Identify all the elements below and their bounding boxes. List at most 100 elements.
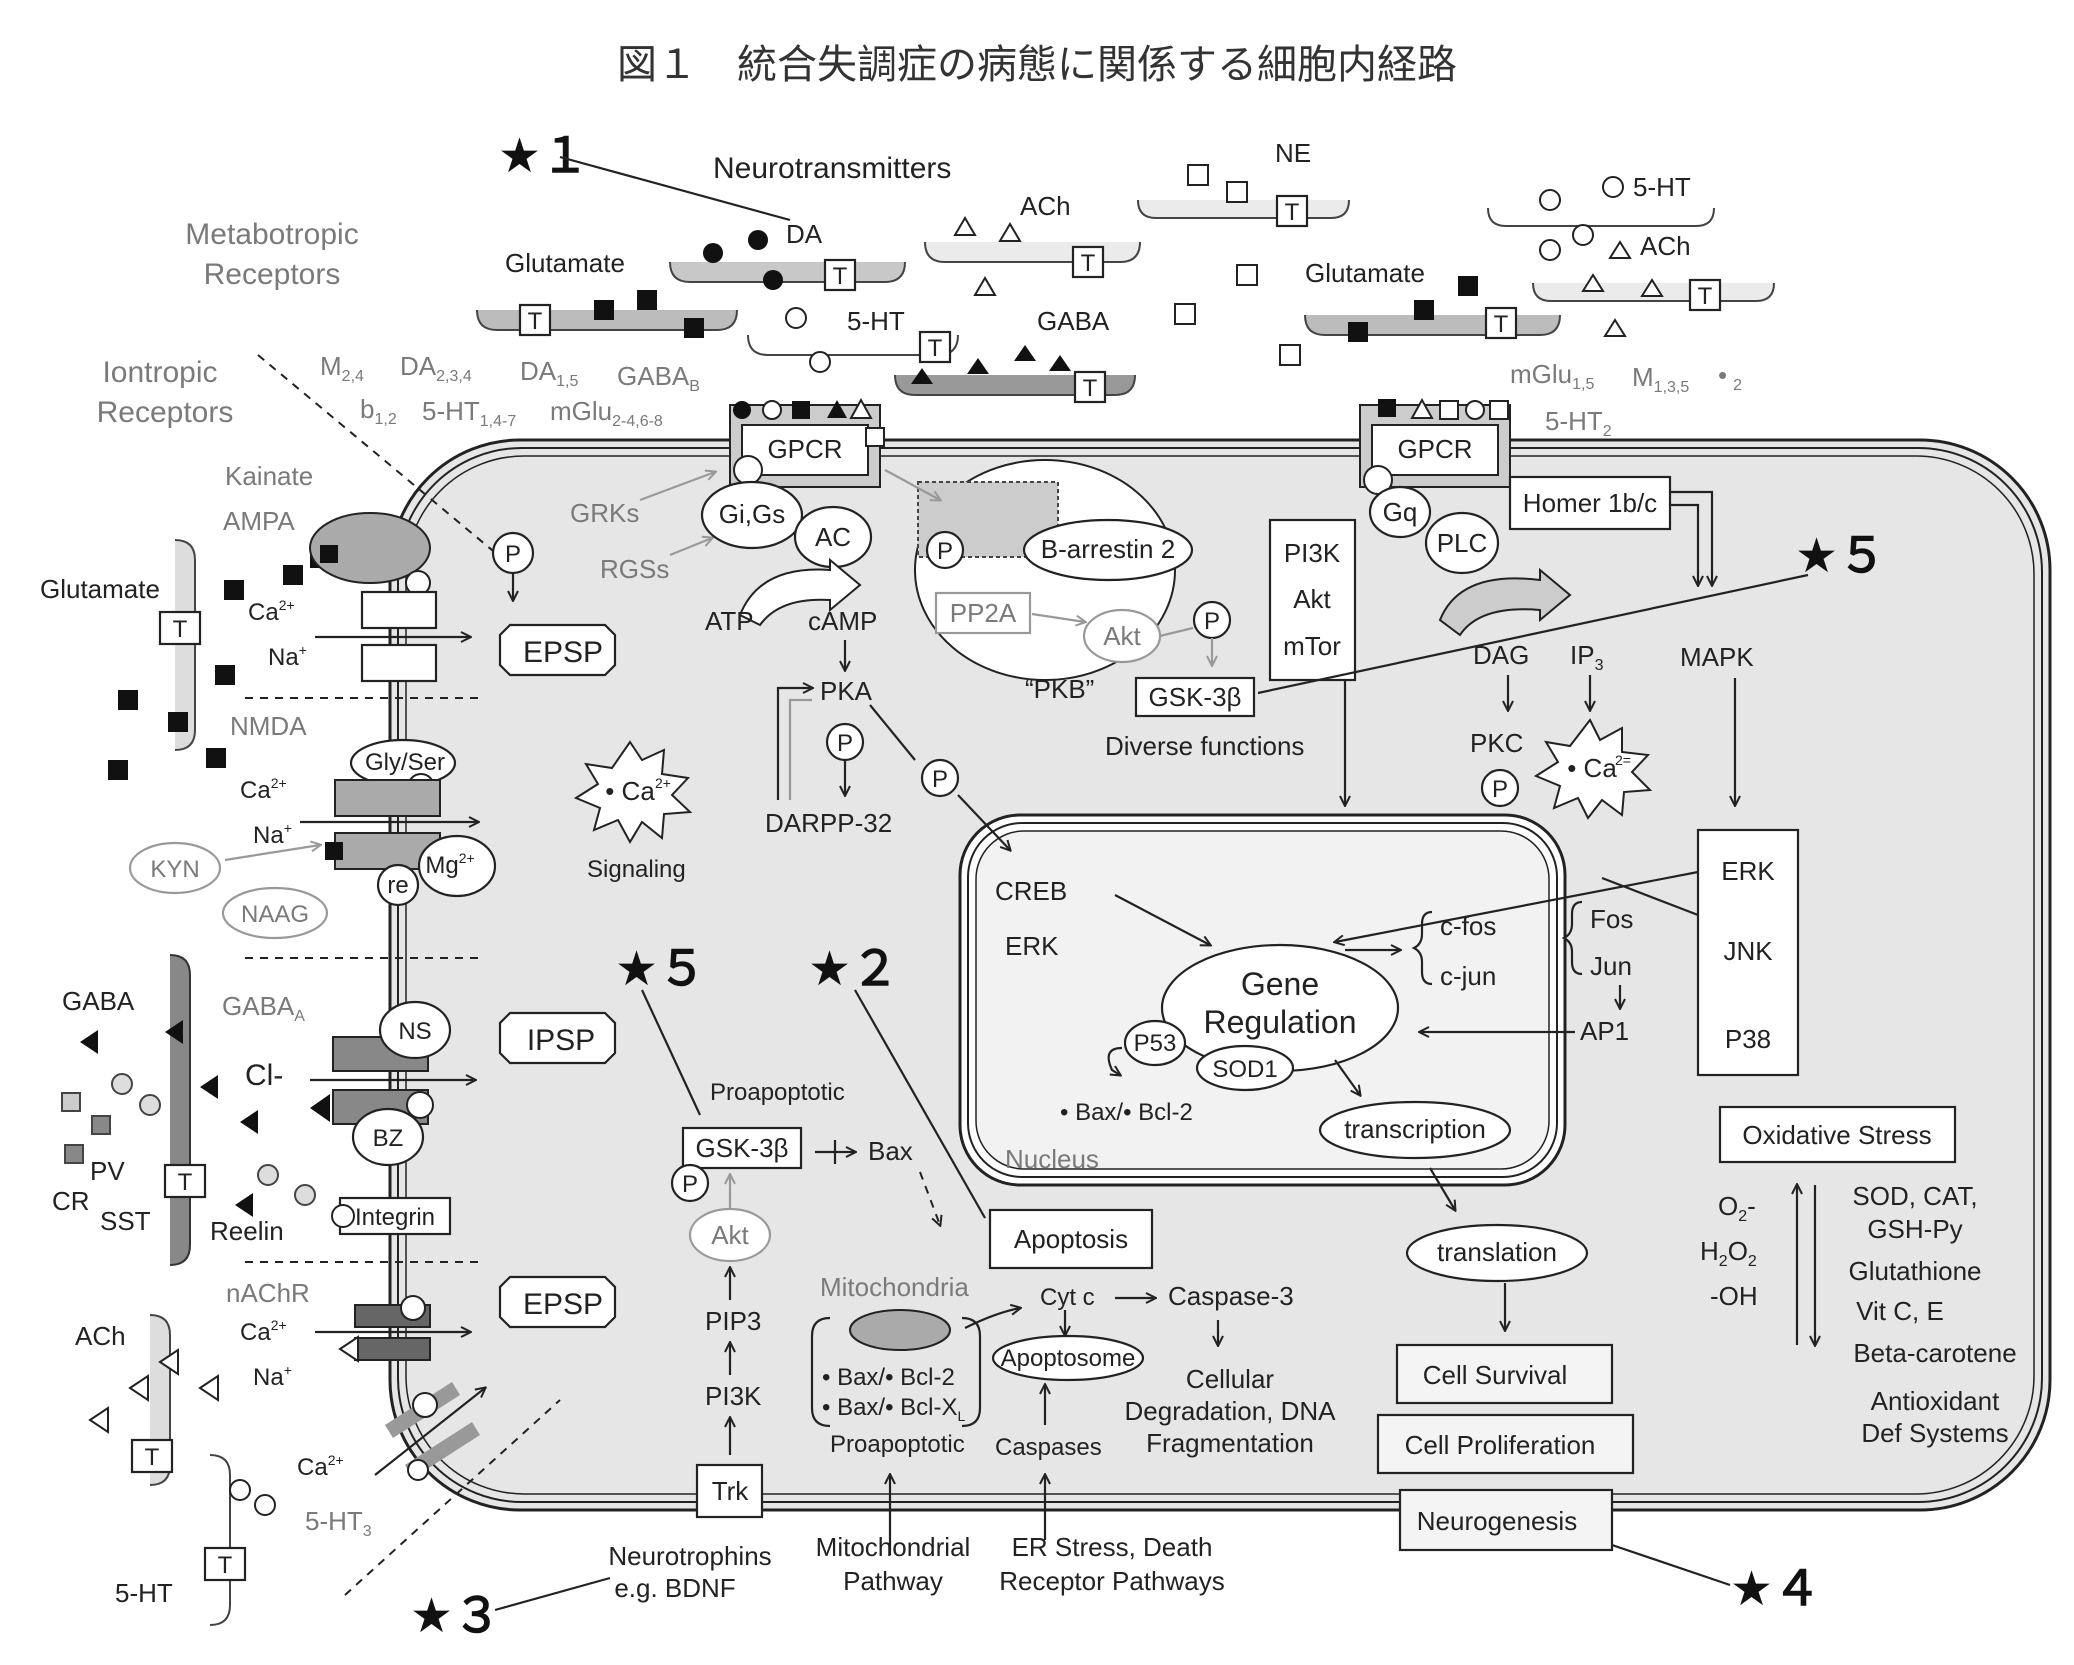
star-5-right: ★５ [1795, 530, 1886, 583]
left-ht53-sub-label: 3 [363, 1523, 372, 1540]
left-ca-label: Ca [248, 599, 279, 626]
mapk-label: MAPK [1680, 642, 1754, 672]
oxidative-vit-label: Vit C, E [1856, 1296, 1944, 1326]
center-pp2a-label: PP2A [950, 598, 1017, 628]
svg-text:mGlu2-4,6-8: mGlu2-4,6-8 [550, 396, 663, 430]
svg-text:H2O2: H2O2 [1700, 1236, 1757, 1270]
5ht-label: 5-HT [847, 306, 905, 336]
center-epsp-label: EPSP [523, 636, 603, 669]
receptor-subtypes-b12-sub-label: 1,2 [374, 411, 396, 428]
nt-t-label: T [218, 1552, 233, 1579]
gi-gs-node [700, 480, 804, 550]
left-pv-label: PV [90, 1156, 125, 1186]
apoptosis-apoptosis-label: Apoptosis [1014, 1224, 1128, 1254]
center-gigs-label: Gi,Gs [719, 499, 785, 529]
signaling-label: Signaling [587, 856, 686, 883]
diverse-label: Diverse functions [1105, 731, 1304, 761]
center-ca2-sup-label: 2= [1615, 752, 1631, 768]
left-nmda-label: NMDA [230, 711, 307, 741]
outcomes-proliferation-label: Cell Proliferation [1405, 1430, 1596, 1460]
apoptosis-casp3-label: Caspase-3 [1168, 1281, 1294, 1311]
ca-burst-right [1533, 718, 1653, 820]
left-na-sup-label: + [299, 642, 307, 658]
da-label: DA [786, 219, 823, 249]
nucleus-label: Nucleus [1005, 1144, 1099, 1174]
metabotropic-label-2: Receptors [204, 258, 341, 291]
center-gq-label: Gq [1383, 497, 1418, 527]
center-ca2-label: • Ca [1567, 753, 1617, 783]
pkb-label: “PKB” [1025, 674, 1094, 704]
apoptosis-caspases-label: Caspases [995, 1434, 1102, 1461]
star-1: ★１ [498, 130, 589, 183]
receptor-subtypes-m135-label: M [1632, 362, 1654, 392]
left-ht53-label: 5-HT [305, 1506, 363, 1536]
bottom-er2-label: Receptor Pathways [999, 1566, 1224, 1596]
left-naag-label: NAAG [241, 901, 309, 928]
receptor-subtypes-gabab-label: GABA [617, 361, 690, 391]
svg-text:•2: •2 [1718, 360, 1742, 394]
svg-text:Na+: Na+ [253, 1362, 292, 1391]
left-ca-label: Ca [240, 777, 271, 804]
bax-label: Bax [868, 1136, 913, 1166]
oxidative-gsh-label: GSH-Py [1867, 1214, 1962, 1244]
nt-t-label: T [833, 263, 848, 290]
nucleus-cjun-label: c-jun [1440, 961, 1496, 991]
center-p-label: P [682, 1171, 698, 1198]
nt-t-label: T [1494, 311, 1509, 338]
akt-node [688, 1207, 772, 1263]
receptor-subtypes-mglu15-label: mGlu [1510, 359, 1572, 389]
left-integrin-label: Integrin [355, 1204, 435, 1231]
oxidative-anti1-label: Antioxidant [1871, 1386, 2000, 1416]
receptor-subtypes-gabab-sub-label: B [689, 378, 700, 395]
svg-text:5-HT3: 5-HT3 [305, 1506, 372, 1540]
gq-node [1368, 485, 1432, 539]
star-2: ★２ [808, 943, 899, 996]
svg-text:M2,4: M2,4 [320, 351, 364, 385]
svg-text:GABAA: GABAA [222, 991, 305, 1025]
translation-node [1405, 1223, 1589, 1283]
receptor-subtypes-da15-sub-label: 1,5 [556, 373, 578, 390]
nucleus-jun-label: Jun [1590, 951, 1632, 981]
nt-t-label: T [178, 1169, 193, 1196]
left-ca-sup-label: 2+ [271, 775, 287, 791]
left-re-label: re [387, 872, 408, 899]
nt-t-label: T [1081, 250, 1096, 277]
left-kainate-label: Kainate [225, 461, 313, 491]
svg-text:mGlu1,5: mGlu1,5 [1510, 359, 1594, 393]
center-homer-label: Homer 1b/c [1523, 488, 1657, 518]
center-p-label: P [505, 541, 521, 568]
left-na-sup-label: + [284, 1362, 292, 1378]
center-ac-label: AC [815, 522, 851, 552]
metabotropic-label: Metabotropic [185, 218, 358, 251]
apoptosis-bax-bcl2-label: • Bax/• Bcl-2 [822, 1364, 955, 1391]
nucleus-bax-label: • Bax/• Bcl-2 [1060, 1099, 1193, 1126]
nucleus-gene2-label: Regulation [1204, 1004, 1357, 1040]
left-kyn-label: KYN [150, 856, 199, 883]
svg-text:GABAB: GABAB [617, 361, 700, 395]
oxidative-h2o2-label: H [1700, 1236, 1719, 1266]
center-ipsp-label: IPSP [527, 1024, 595, 1057]
receptor-subtypes-dot2-sub-label: 2 [1733, 377, 1742, 394]
center-p-label: P [1492, 776, 1508, 803]
svg-text:O2-: O2- [1718, 1191, 1756, 1225]
receptor-subtypes-mglu-label: mGlu [550, 396, 612, 426]
left-ach-label: ACh [75, 1321, 126, 1351]
center-p-label: P [932, 766, 948, 793]
svg-text:5-HT2: 5-HT2 [1545, 406, 1612, 440]
neurotransmitters-label: Neurotransmitters [713, 152, 951, 185]
oxidative-o2-tail-label: - [1747, 1191, 1756, 1221]
gpcr-left: GPCR [729, 397, 885, 488]
outcomes-survival-label: Cell Survival [1423, 1360, 1568, 1390]
nucleus-sod1-label: SOD1 [1212, 1056, 1277, 1083]
nt-t-label: T [1285, 199, 1300, 226]
outcomes-translation-label: translation [1437, 1237, 1557, 1267]
homer-box [1508, 475, 1672, 531]
iontropic-label-2: Receptors [97, 396, 234, 429]
left-ca-label: Ca [240, 1319, 271, 1346]
bottom-neurotrophins1-label: Neurotrophins [608, 1541, 771, 1571]
5ht-label-2: 5-HT [1633, 172, 1691, 202]
center-barrestin-label: B-arrestin 2 [1041, 534, 1175, 564]
receptor-subtypes-b12-label: b [360, 394, 374, 424]
left-reelin-label: Reelin [210, 1216, 284, 1246]
mitochondrion [849, 1309, 951, 1351]
